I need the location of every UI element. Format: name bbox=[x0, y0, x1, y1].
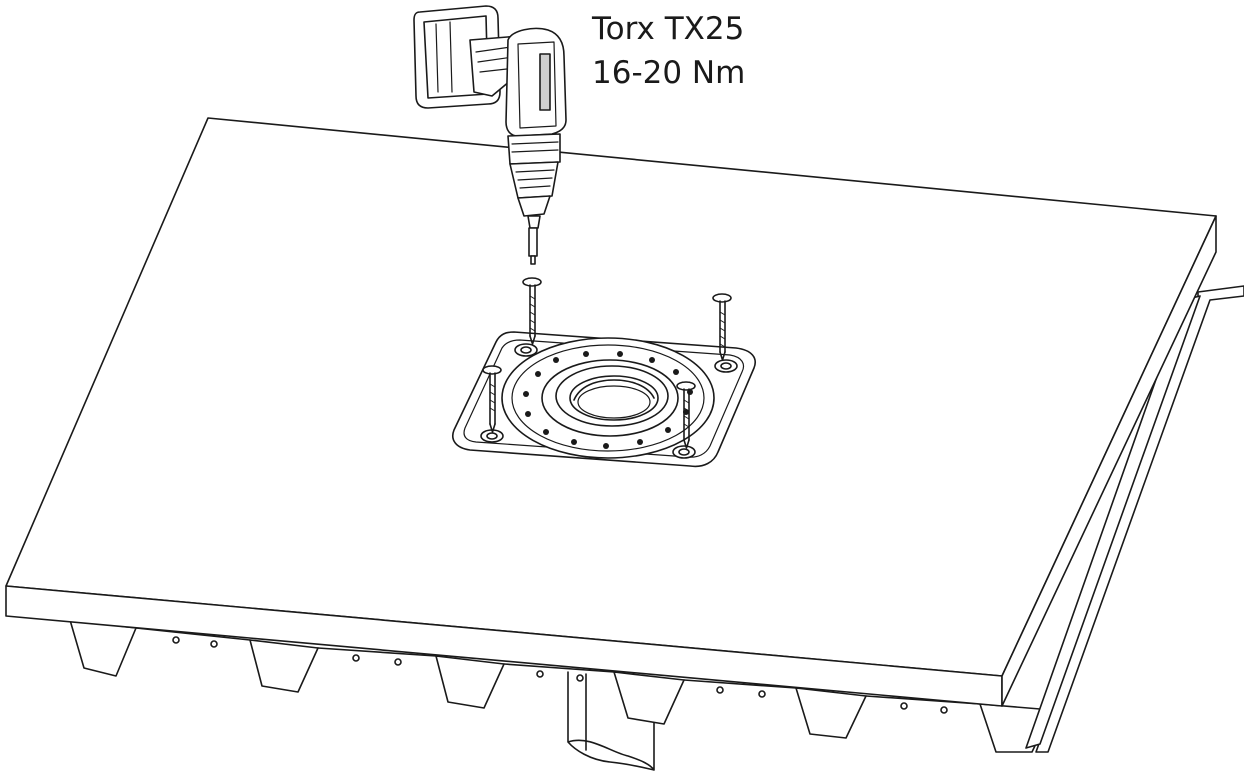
screw bbox=[522, 277, 542, 345]
deck-rivets bbox=[172, 636, 948, 714]
bolt-hole-ring bbox=[523, 351, 693, 449]
screw bbox=[712, 293, 732, 361]
label-bit: Torx TX25 bbox=[592, 11, 745, 47]
base-plate bbox=[452, 331, 756, 468]
screw bbox=[676, 381, 696, 449]
mounting-holes bbox=[480, 343, 738, 459]
roof-board-side bbox=[1001, 215, 1217, 707]
screw bbox=[482, 365, 502, 433]
label-torque: 16-20 Nm bbox=[592, 55, 746, 91]
cordless-drill-icon bbox=[413, 5, 567, 265]
